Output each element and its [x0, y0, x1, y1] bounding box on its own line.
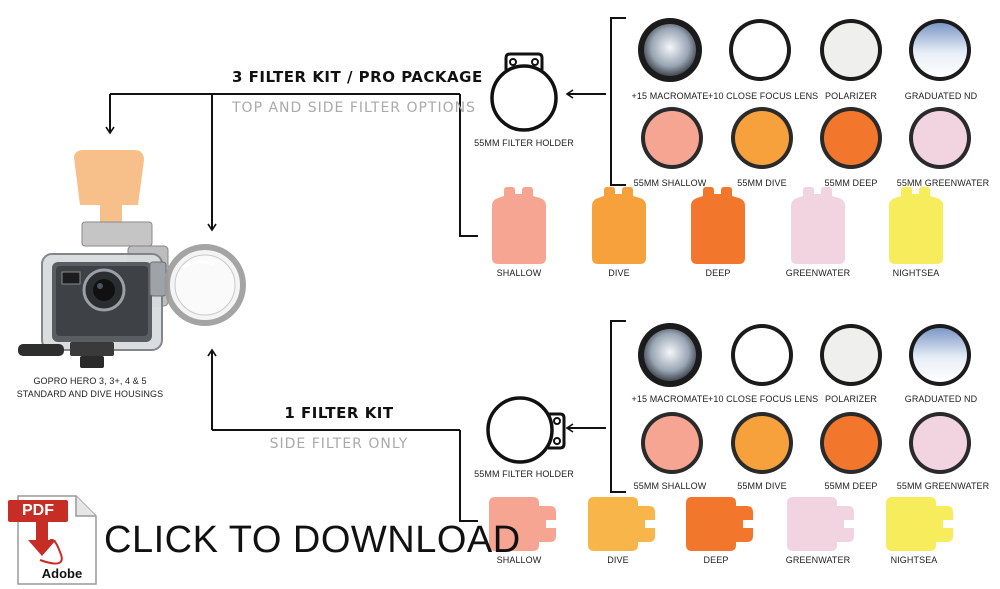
deep-lens-filter: [820, 107, 882, 169]
top-filter-holder-illustration: [490, 52, 558, 132]
flip-filter-label: DIVE: [607, 555, 629, 565]
flip-filter-shallow: [492, 187, 546, 264]
lens-label: +15 MACROMATE: [631, 91, 709, 101]
side-mounted-filter-holder: [164, 244, 246, 326]
lens-label: 55MM GREENWATER: [896, 178, 990, 188]
top-lens-bracket: [610, 17, 626, 186]
greenwater-lens-filter-bottom: [909, 412, 971, 474]
polarizer-filter: [820, 19, 882, 81]
shallow-lens-filter-bottom: [641, 412, 703, 474]
top-flip-filters: [492, 187, 943, 264]
flip-filter-label: SHALLOW: [496, 555, 542, 565]
dive-lens-filter: [731, 107, 793, 169]
flip-filter-shallow-bottom: [489, 497, 556, 551]
flip-filter-nightsea: [889, 187, 943, 264]
bottom-filter-holder-illustration: [486, 396, 566, 464]
lens-label: 55MM SHALLOW: [633, 481, 707, 491]
bottom-flip-filters: [489, 497, 953, 551]
dive-lens-filter-bottom: [731, 412, 793, 474]
bottom-kit-title: 1 FILTER KIT: [284, 404, 394, 422]
flip-filter-deep: [691, 187, 745, 264]
gopro-housing-illustration: [18, 150, 246, 368]
adobe-label: Adobe: [41, 566, 83, 581]
lens-label: GRADUATED ND: [904, 394, 978, 404]
camera-label-line2: STANDARD AND DIVE HOUSINGS: [16, 389, 164, 399]
flip-filter-label: NIGHTSEA: [890, 555, 938, 565]
lens-label: 55MM GREENWATER: [896, 481, 990, 491]
lens-label: +10 CLOSE FOCUS LENS: [708, 394, 819, 404]
top-kit-subtitle: TOP AND SIDE FILTER OPTIONS: [232, 100, 476, 116]
close-focus-lens: [729, 19, 791, 81]
lens-label: 55MM SHALLOW: [633, 178, 707, 188]
flip-filter-greenwater-bottom: [787, 497, 854, 551]
camera-label-line1: GOPRO HERO 3, 3+, 4 & 5: [33, 376, 147, 386]
bottom-kit-connectors: [207, 320, 626, 522]
pdf-badge-text: PDF: [22, 502, 54, 519]
macromate-lens-bottom: [638, 323, 702, 387]
bottom-lens-grid: [638, 323, 971, 474]
graduated-nd-filter-bottom: [909, 324, 971, 386]
flip-filter-dive: [592, 187, 646, 264]
bottom-kit-subtitle: SIDE FILTER ONLY: [269, 436, 409, 452]
flip-filter-label: GREENWATER: [785, 555, 851, 565]
top-flip-filter: [74, 150, 144, 222]
bottom-lens-bracket: [610, 320, 626, 493]
flip-filter-greenwater: [791, 187, 845, 264]
top-kit-connectors: [105, 17, 626, 237]
bottom-holder-label: 55MM FILTER HOLDER: [474, 469, 574, 479]
top-holder-label: 55MM FILTER HOLDER: [474, 138, 574, 148]
lens-label: POLARIZER: [825, 394, 877, 404]
polarizer-filter-bottom: [820, 324, 882, 386]
click-to-download-link[interactable]: CLICK TO DOWNLOAD: [104, 519, 521, 561]
lens-label: 55MM DIVE: [737, 481, 787, 491]
macromate-lens: [638, 18, 702, 82]
flip-filter-nightsea-bottom: [886, 497, 953, 551]
flip-filter-dive-bottom: [588, 497, 655, 551]
flip-filter-label: SHALLOW: [496, 268, 542, 278]
flip-filter-label: DIVE: [608, 268, 630, 278]
greenwater-lens-filter: [909, 107, 971, 169]
close-focus-lens-bottom: [731, 324, 793, 386]
lens-label: +15 MACROMATE: [631, 394, 709, 404]
flip-filter-deep-bottom: [686, 497, 753, 551]
flip-filter-label: NIGHTSEA: [892, 268, 940, 278]
lens-label: 55MM DEEP: [824, 178, 878, 188]
flip-filter-label: DEEP: [703, 555, 729, 565]
lens-label: +10 CLOSE FOCUS LENS: [708, 91, 819, 101]
lens-label: 55MM DEEP: [824, 481, 878, 491]
flip-filter-label: GREENWATER: [785, 268, 851, 278]
graduated-nd-filter: [909, 19, 971, 81]
top-lens-grid: [638, 18, 971, 169]
lens-label: 55MM DIVE: [737, 178, 787, 188]
flip-filter-label: DEEP: [705, 268, 731, 278]
top-kit-title: 3 FILTER KIT / PRO PACKAGE: [232, 68, 483, 86]
deep-lens-filter-bottom: [820, 412, 882, 474]
shallow-lens-filter: [641, 107, 703, 169]
pdf-document-icon[interactable]: [8, 495, 97, 585]
lens-label: GRADUATED ND: [904, 91, 978, 101]
lens-label: POLARIZER: [825, 91, 877, 101]
